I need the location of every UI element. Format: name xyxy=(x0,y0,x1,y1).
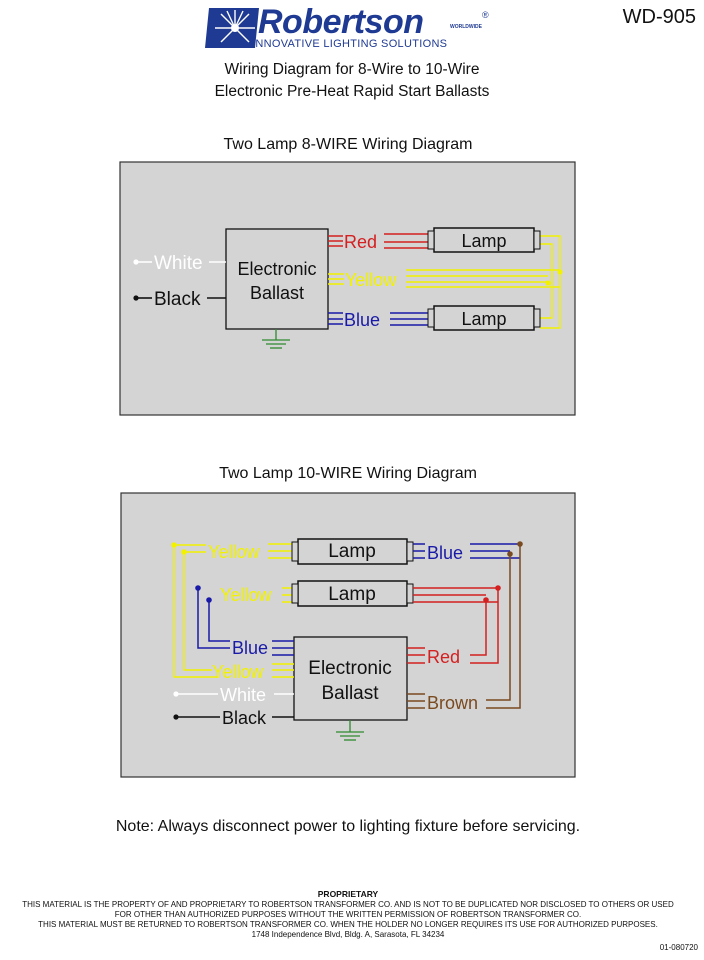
wire-blue-10-left-label: Blue xyxy=(232,638,268,658)
svg-text:Black: Black xyxy=(222,708,267,728)
logo-worldwide: WORLDWIDE xyxy=(450,24,482,30)
wire-brown-10 xyxy=(407,544,521,709)
ground-icon xyxy=(262,329,290,349)
svg-text:White: White xyxy=(154,253,203,274)
wire-red-8-label: Red xyxy=(344,232,377,252)
lamp-10wire-1: Lamp xyxy=(291,538,414,565)
diagram-8wire-title: Two Lamp 8-WIRE Wiring Diagram xyxy=(223,136,473,153)
wire-blue-10-left xyxy=(197,588,294,656)
proprietary-line1: THIS MATERIAL IS THE PROPERTY OF AND PRO… xyxy=(22,900,674,909)
wire-black-8: Black xyxy=(133,289,226,310)
company-address: 1748 Independence Blvd, Bldg. A, Sarasot… xyxy=(251,930,445,939)
robertson-logo xyxy=(205,6,495,52)
wire-blue-8-label: Blue xyxy=(344,310,380,330)
diagram-8wire: Electronic Ballast White Black xyxy=(119,161,576,416)
document-id: WD-905 xyxy=(622,6,696,28)
wire-white-10: White xyxy=(173,685,294,705)
ballast-10wire-label1: Electronic xyxy=(308,658,391,679)
logo-wordmark: Robertson xyxy=(258,3,424,41)
ballast-10wire-label2: Ballast xyxy=(321,683,379,704)
ballast-8wire-label1: Electronic xyxy=(237,259,316,279)
wire-brown-10-label: Brown xyxy=(427,693,478,713)
ballast-8wire xyxy=(225,228,329,330)
wire-blue-10-right xyxy=(413,543,520,559)
svg-text:White: White xyxy=(220,685,266,705)
starburst-icon xyxy=(205,8,259,48)
proprietary-heading: PROPRIETARY xyxy=(317,889,379,899)
svg-text:Lamp: Lamp xyxy=(328,541,376,562)
safety-note: Note: Always disconnect power to lightin… xyxy=(115,818,581,835)
wire-red-8 xyxy=(328,233,428,249)
wire-yellow-10-outer xyxy=(173,543,294,678)
wire-yellow-10-mid-label: Yellow xyxy=(220,585,272,605)
svg-text:Lamp: Lamp xyxy=(461,231,506,251)
document-code: 01-080720 xyxy=(659,943,698,952)
page-title-line1: Wiring Diagram for 8-Wire to 10-Wire xyxy=(224,61,480,78)
svg-text:Black: Black xyxy=(154,289,201,310)
ground-icon xyxy=(336,720,364,741)
logo-tagline: INNOVATIVE LIGHTING SOLUTIONS xyxy=(252,38,448,50)
wire-white-8: White xyxy=(133,253,226,274)
proprietary-line3: THIS MATERIAL MUST BE RETURNED TO ROBERT… xyxy=(38,920,658,929)
diagram-10wire: Electronic Ballast Yellow Yellow xyxy=(120,492,576,778)
registered-mark: ® xyxy=(482,10,489,20)
diagram-8wire-panel xyxy=(119,161,576,416)
wire-blue-8 xyxy=(328,312,428,326)
wire-black-10: Black xyxy=(173,708,294,728)
lamp-10wire-2: Lamp xyxy=(291,580,414,607)
diagram-10wire-panel xyxy=(120,492,576,778)
ballast-10wire xyxy=(293,636,408,721)
wire-red-10-label: Red xyxy=(427,647,460,667)
lamp-8wire-2: Lamp xyxy=(427,305,541,331)
diagram-10wire-title: Two Lamp 10-WIRE Wiring Diagram xyxy=(219,465,477,482)
wire-yellow-8 xyxy=(328,235,561,329)
ballast-8wire-label2: Ballast xyxy=(250,283,304,303)
wire-yellow-10-low-label: Yellow xyxy=(212,662,264,682)
wire-yellow-10-mid xyxy=(282,587,292,603)
lamp-8wire-1: Lamp xyxy=(427,227,541,253)
svg-text:Lamp: Lamp xyxy=(328,584,376,605)
wire-yellow-10-top-label: Yellow xyxy=(208,542,260,562)
page-title-line2: Electronic Pre-Heat Rapid Start Ballasts xyxy=(214,83,490,100)
wire-yellow-8-label: Yellow xyxy=(345,270,397,290)
wire-red-10 xyxy=(407,587,499,664)
wire-blue-10-right-label: Blue xyxy=(427,543,463,563)
proprietary-line2: FOR OTHER THAN AUTHORIZED PURPOSES WITHO… xyxy=(114,910,582,919)
svg-text:Lamp: Lamp xyxy=(461,309,506,329)
